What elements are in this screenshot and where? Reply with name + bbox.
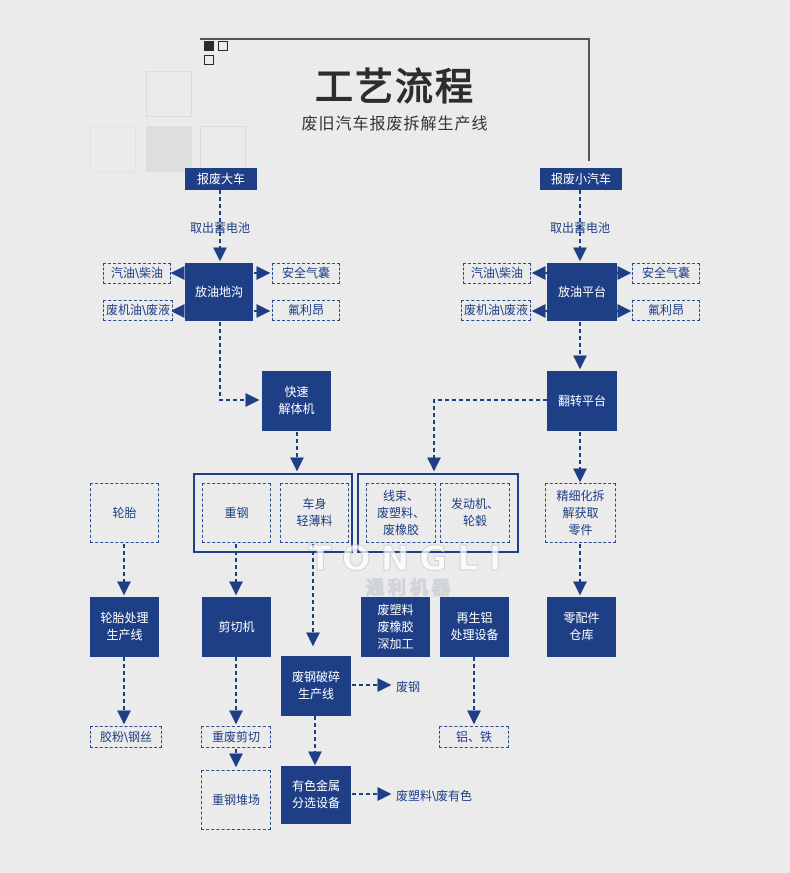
node-heavy-steel: 重钢 bbox=[202, 483, 271, 543]
node-big-car: 报废大车 bbox=[185, 168, 257, 190]
node-oil-platform: 放油平台 bbox=[547, 263, 617, 321]
node-thin-body: 车身 轻薄料 bbox=[280, 483, 349, 543]
node-small-car: 报废小汽车 bbox=[540, 168, 622, 190]
node-tire: 轮胎 bbox=[90, 483, 159, 543]
node-engine: 发动机、 轮毂 bbox=[440, 483, 510, 543]
node-parts-warehouse: 零配件 仓库 bbox=[547, 597, 616, 657]
node-aluminum-equipment: 再生铝 处理设备 bbox=[440, 597, 509, 657]
node-airbag-left: 安全气囊 bbox=[272, 263, 340, 284]
label-remove-battery-right: 取出蓄电池 bbox=[550, 221, 611, 235]
node-waste-oil-right: 废机油\废液 bbox=[461, 300, 531, 321]
node-gasoline-left: 汽油\柴油 bbox=[103, 263, 171, 284]
node-fine-dismantle: 精细化拆 解获取 零件 bbox=[545, 483, 616, 543]
label-remove-battery-left: 取出蓄电池 bbox=[190, 221, 251, 235]
node-heavy-scrap-cut: 重废剪切 bbox=[201, 726, 271, 748]
node-aluminum-iron: 铝、铁 bbox=[439, 726, 509, 748]
group-frame-left bbox=[193, 473, 353, 553]
deco-square bbox=[146, 126, 192, 172]
node-gasoline-right: 汽油\柴油 bbox=[463, 263, 531, 284]
deco-square bbox=[90, 126, 136, 172]
node-freon-left: 氟利昂 bbox=[272, 300, 340, 321]
deco-square bbox=[218, 41, 228, 51]
node-tire-line: 轮胎处理 生产线 bbox=[90, 597, 159, 657]
node-flip-platform: 翻转平台 bbox=[547, 371, 617, 431]
deco-square bbox=[204, 41, 214, 51]
node-heavy-steel-yard: 重钢堆场 bbox=[201, 770, 271, 830]
node-waste-oil-left: 废机油\废液 bbox=[103, 300, 173, 321]
page-title: 工艺流程 bbox=[314, 65, 475, 109]
node-airbag-right: 安全气囊 bbox=[632, 263, 700, 284]
deco-square bbox=[146, 71, 192, 117]
label-scrap-steel: 废钢 bbox=[396, 680, 421, 694]
node-rubber-powder: 胶粉\钢丝 bbox=[90, 726, 162, 748]
node-plastic-process: 废塑料 废橡胶 深加工 bbox=[361, 597, 430, 657]
label-plastic-nonferrous: 废塑料\废有色 bbox=[396, 789, 473, 803]
node-oil-pit: 放油地沟 bbox=[185, 263, 253, 321]
page-subtitle: 废旧汽车报废拆解生产线 bbox=[301, 114, 489, 133]
group-frame-right bbox=[357, 473, 519, 553]
node-crusher: 废钢破碎 生产线 bbox=[281, 656, 351, 716]
node-freon-right: 氟利昂 bbox=[632, 300, 700, 321]
node-quick-dismantler: 快速 解体机 bbox=[262, 371, 331, 431]
node-wiring: 线束、 废塑料、 废橡胶 bbox=[366, 483, 436, 543]
title-frame bbox=[200, 38, 590, 161]
node-metal-sorting: 有色金属 分选设备 bbox=[281, 766, 351, 824]
node-shear: 剪切机 bbox=[202, 597, 271, 657]
deco-square bbox=[204, 55, 214, 65]
